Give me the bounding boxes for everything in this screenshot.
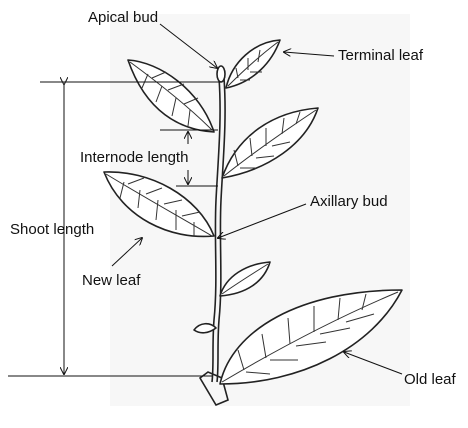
terminal-leaf-label: Terminal leaf [338,47,424,64]
apical-bud [217,66,225,82]
internode-length-label: Internode length [80,149,188,166]
old-leaf-label: Old leaf [404,371,457,388]
axillary-bud-label: Axillary bud [310,193,388,210]
apical-bud-label: Apical bud [88,9,158,26]
new-leaf-label: New leaf [82,272,141,289]
shoot-length-label: Shoot length [10,221,94,238]
